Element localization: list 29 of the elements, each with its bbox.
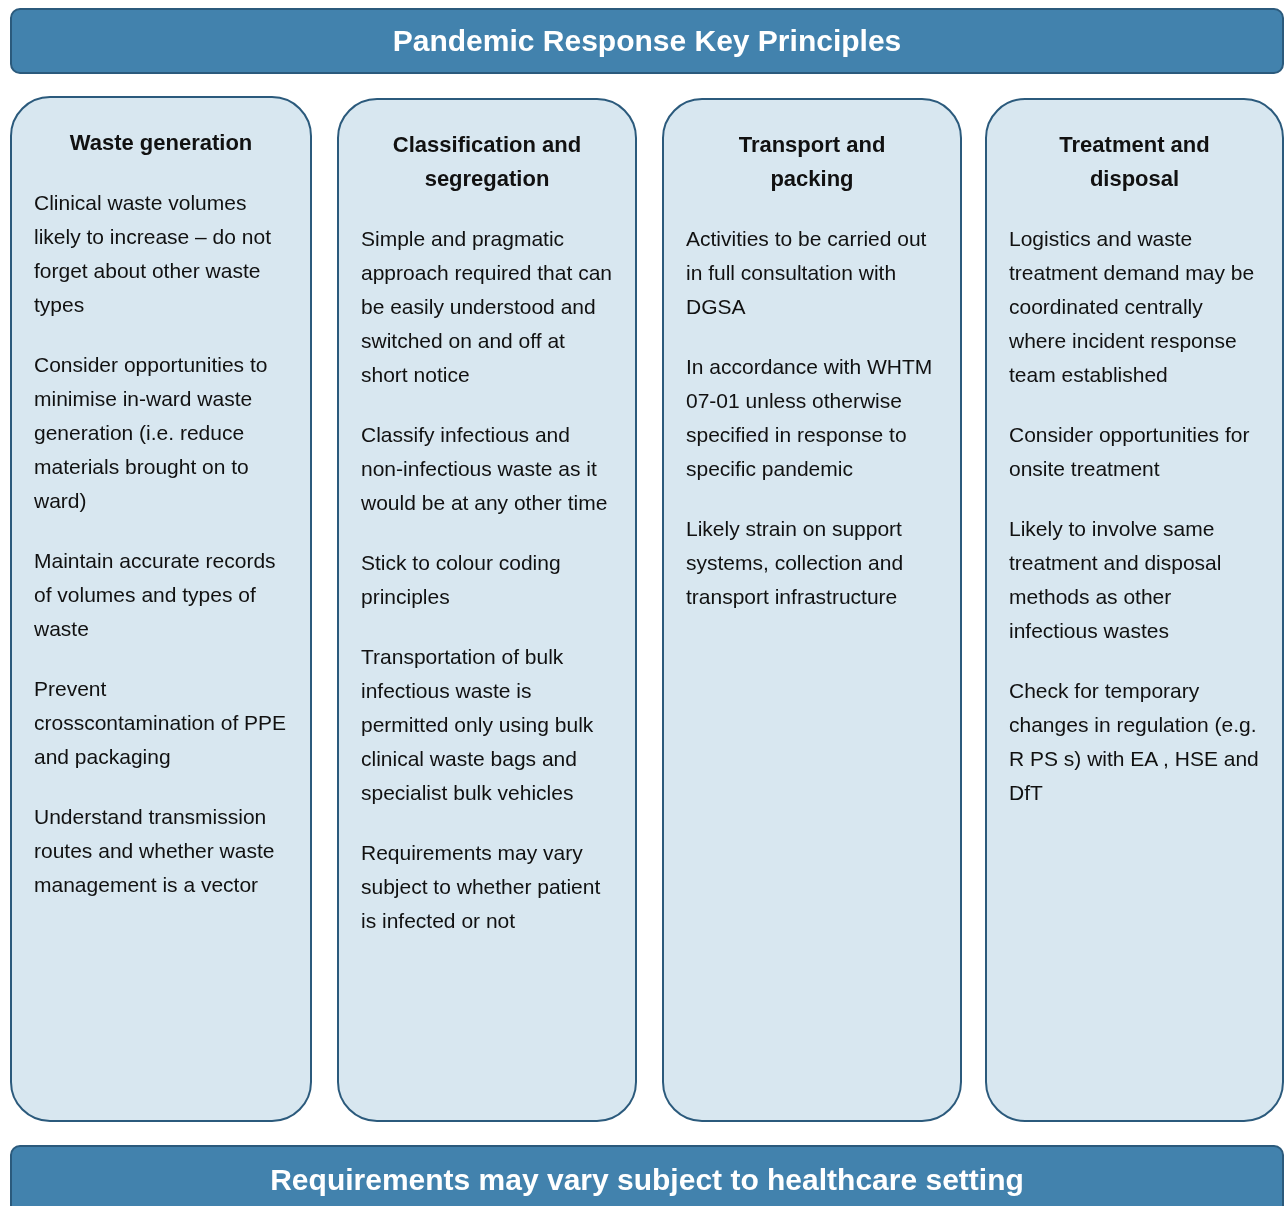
column-panel (337, 98, 637, 1122)
bullet-text: Likely strain on support systems, collection and transport infrastructure (686, 516, 905, 610)
bullet-text: Check for temporary changes in regulation (e.g. R PS s) with EA , HSE and DfT (1009, 678, 1260, 806)
bullet-text: Logistics and waste treatment demand may be coordinated centrally where incident response team established (1009, 226, 1256, 388)
bullet-text: Classify infectious and non-infectious waste as it would be at any other time (361, 422, 609, 516)
banner-text: Pandemic Response Key Principles (392, 24, 902, 58)
bullet-text: Requirements may vary subject to whether patient is infected or not (361, 840, 602, 934)
bullet-text: Likely to involve same treatment and disposal methods as other infectious wastes (1009, 516, 1223, 644)
column-heading: Waste generation (68, 129, 254, 157)
bullet-text: Activities to be carried out in full consultation with DGSA (686, 226, 928, 320)
bullet-text: Maintain accurate records of volumes and types of waste (34, 548, 277, 642)
bullet-text: Understand transmission routes and whether waste management is a vector (34, 804, 276, 898)
banner-text: Requirements may vary subject to healthcare setting (270, 1163, 1024, 1197)
bullet-text: Stick to colour coding principles (361, 550, 562, 610)
header-banner (10, 1145, 1284, 1206)
column-heading: Transport and packing (737, 131, 887, 193)
column-panel (985, 98, 1284, 1122)
header-banner (10, 8, 1284, 74)
bullet-text: Consider opportunities for onsite treatment (1009, 422, 1251, 482)
column-panel (10, 96, 312, 1122)
bullet-text: Clinical waste volumes likely to increase – do not forget about other waste types (34, 190, 272, 318)
bullet-text: In accordance with WHTM 07-01 unless otherwise specified in response to specific pandemic (686, 354, 934, 482)
bullet-text: Consider opportunities to minimise in-ward waste generation (i.e. reduce materials brought on to ward) (34, 352, 269, 514)
column-heading: Treatment and disposal (1058, 131, 1211, 193)
column-heading: Classification and segregation (391, 131, 583, 193)
bullet-text: Transportation of bulk infectious waste is permitted only using bulk clinical waste bags and specialist bulk vehicles (361, 644, 595, 806)
bullet-text: Simple and pragmatic approach required that can be easily understood and switched on and off at short notice (361, 226, 613, 388)
column-panel (662, 98, 962, 1122)
bullet-text: Prevent crosscontamination of PPE and packaging (34, 676, 288, 770)
